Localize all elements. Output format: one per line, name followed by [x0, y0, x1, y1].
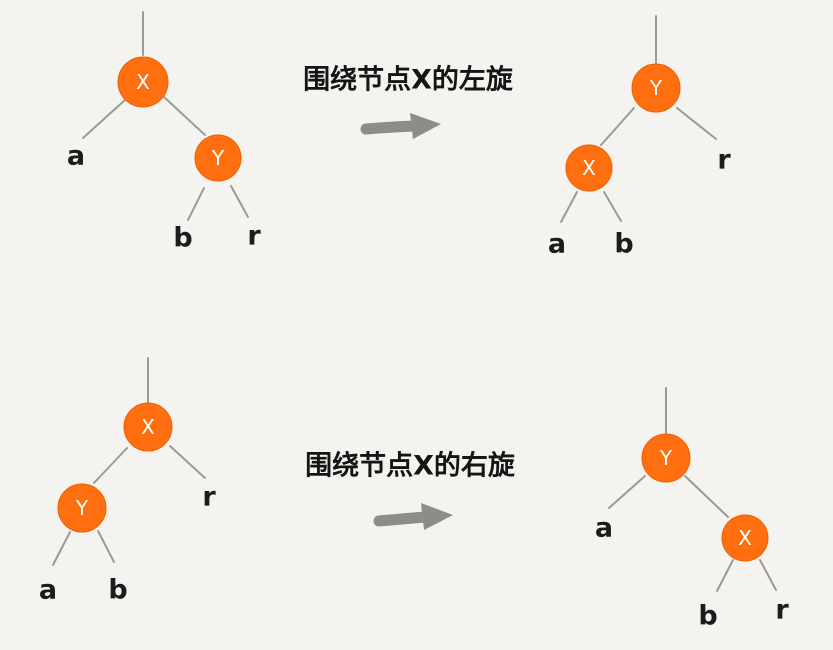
tree-node-x: X — [123, 402, 173, 452]
tree-edge — [676, 107, 717, 140]
tree-edge — [163, 96, 206, 136]
tree-edge — [82, 99, 126, 139]
node-label: X — [136, 70, 150, 94]
leaf-label-b: b — [698, 601, 717, 632]
left-rotation-caption: 围绕节点X的左旋 — [303, 64, 513, 96]
arrow-head — [410, 113, 441, 139]
right-rotation-before-tree: X Y r a b — [39, 357, 216, 606]
left-rotation-before-tree: X Y a b r — [67, 11, 261, 254]
tree-edge — [187, 187, 205, 221]
node-label: X — [582, 156, 596, 180]
arrow-shaft — [360, 120, 420, 135]
left-rotation-arrow-icon — [360, 113, 441, 139]
node-label: Y — [75, 496, 89, 520]
node-circle — [194, 134, 242, 182]
tree-node-y: Y — [631, 63, 681, 113]
leaf-label-r: r — [247, 221, 261, 252]
leaf-label-r: r — [202, 482, 216, 513]
node-circle — [641, 433, 691, 483]
node-circle — [631, 63, 681, 113]
tree-edge — [603, 191, 622, 222]
leaf-label-a: a — [39, 575, 57, 606]
tree-edge — [93, 447, 128, 484]
arrow-shaft — [373, 511, 431, 527]
leaf-label-a: a — [67, 141, 85, 172]
leaf-label-a: a — [548, 229, 566, 260]
node-label: Y — [649, 76, 663, 100]
node-label: Y — [211, 146, 225, 170]
node-circle — [123, 402, 173, 452]
leaf-label-b: b — [614, 229, 633, 260]
node-label: Y — [659, 446, 673, 470]
leaf-label-b: b — [173, 223, 192, 254]
tree-node-x: X — [565, 144, 613, 192]
leaf-label-r: r — [717, 145, 731, 176]
right-rotation-group: X Y r a b 围绕节点X的右旋 Y — [39, 357, 789, 632]
node-circle — [57, 483, 107, 533]
node-label: X — [738, 526, 752, 550]
right-rotation-caption: 围绕节点X的右旋 — [305, 450, 515, 482]
left-rotation-after-tree: Y X r a b — [548, 15, 731, 260]
node-label: X — [141, 415, 155, 439]
tree-edge — [52, 531, 71, 566]
tree-edge — [716, 559, 734, 592]
tree-node-x: X — [721, 514, 769, 562]
left-rotation-group: X Y a b r 围绕节点X的左旋 Y — [67, 11, 731, 260]
tree-edge — [684, 475, 729, 518]
tree-edge — [600, 107, 635, 146]
right-rotation-arrow-icon — [373, 503, 453, 530]
tree-edge — [560, 191, 578, 223]
leaf-label-a: a — [595, 513, 613, 544]
tree-node-x: X — [117, 56, 169, 108]
leaf-label-r: r — [775, 595, 789, 626]
tree-node-y: Y — [57, 483, 107, 533]
node-circle — [565, 144, 613, 192]
tree-node-y: Y — [641, 433, 691, 483]
arrow-head — [421, 503, 453, 530]
node-circle — [117, 56, 169, 108]
tree-edge — [97, 530, 115, 563]
tree-edge — [759, 559, 777, 591]
node-circle — [721, 514, 769, 562]
tree-edge — [608, 475, 646, 509]
leaf-label-b: b — [108, 575, 127, 606]
tree-node-y: Y — [194, 134, 242, 182]
tree-edge — [230, 185, 249, 218]
right-rotation-after-tree: Y X a b r — [595, 387, 789, 632]
tree-edge — [169, 445, 206, 479]
